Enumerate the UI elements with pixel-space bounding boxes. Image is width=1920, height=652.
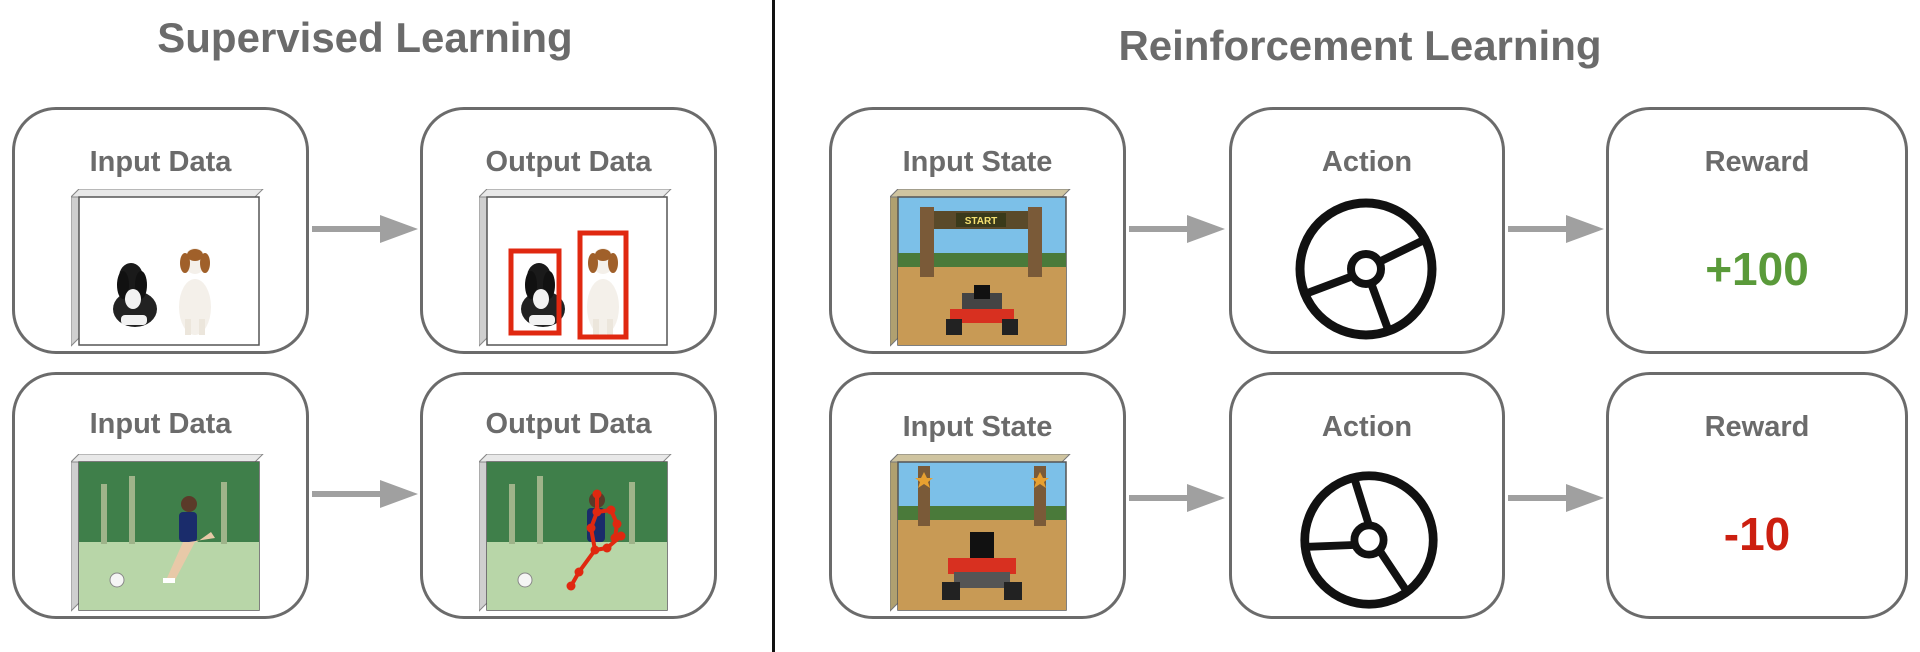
kart-track-image bbox=[890, 454, 1071, 612]
reinforcement-learning-title: Reinforcement Learning bbox=[1118, 22, 1602, 69]
action-card: Action bbox=[1229, 107, 1505, 354]
arrow-input-to-output-1 bbox=[312, 215, 418, 243]
steering-wheel-icon bbox=[1300, 471, 1438, 609]
section-divider bbox=[772, 0, 775, 652]
svg-text:START: START bbox=[965, 216, 998, 227]
supervised-learning-title: Supervised Learning bbox=[157, 14, 573, 61]
output-data-label: Output Data bbox=[485, 408, 652, 440]
arrow-state-to-action-2 bbox=[1129, 484, 1225, 512]
arrow-action-to-reward-1 bbox=[1508, 215, 1604, 243]
reward-value: -10 bbox=[1723, 508, 1791, 560]
output-data-label: Output Data bbox=[485, 146, 652, 178]
dogs-bounding-boxes-image bbox=[479, 189, 672, 347]
reward-label: Reward bbox=[1704, 411, 1810, 443]
reward-value: +100 bbox=[1705, 243, 1809, 295]
arrow-state-to-action-1 bbox=[1129, 215, 1225, 243]
input-data-label: Input Data bbox=[89, 146, 232, 178]
pose-estimation-image bbox=[479, 454, 672, 612]
input-state-label: Input State bbox=[902, 411, 1053, 443]
input-data-card: Input Data bbox=[12, 372, 309, 619]
reward-card: Reward +100 bbox=[1606, 107, 1908, 354]
action-label: Action bbox=[1321, 146, 1413, 178]
input-data-card: Input Data bbox=[12, 107, 309, 354]
soccer-player-image bbox=[71, 454, 264, 612]
reward-label: Reward bbox=[1704, 146, 1810, 178]
input-state-label: Input State bbox=[902, 146, 1053, 178]
steering-wheel-icon bbox=[1295, 198, 1437, 340]
action-label: Action bbox=[1321, 411, 1413, 443]
arrow-input-to-output-2 bbox=[312, 480, 418, 508]
input-data-label: Input Data bbox=[89, 408, 232, 440]
output-data-card: Output Data bbox=[420, 372, 717, 619]
arrow-action-to-reward-2 bbox=[1508, 484, 1604, 512]
kart-start-image: START bbox=[890, 189, 1071, 347]
input-state-card: Input State bbox=[829, 372, 1126, 619]
reward-card: Reward -10 bbox=[1606, 372, 1908, 619]
dogs-image bbox=[71, 189, 264, 347]
input-state-card: Input State START bbox=[829, 107, 1126, 354]
output-data-card: Output Data bbox=[420, 107, 717, 354]
action-card: Action bbox=[1229, 372, 1505, 619]
